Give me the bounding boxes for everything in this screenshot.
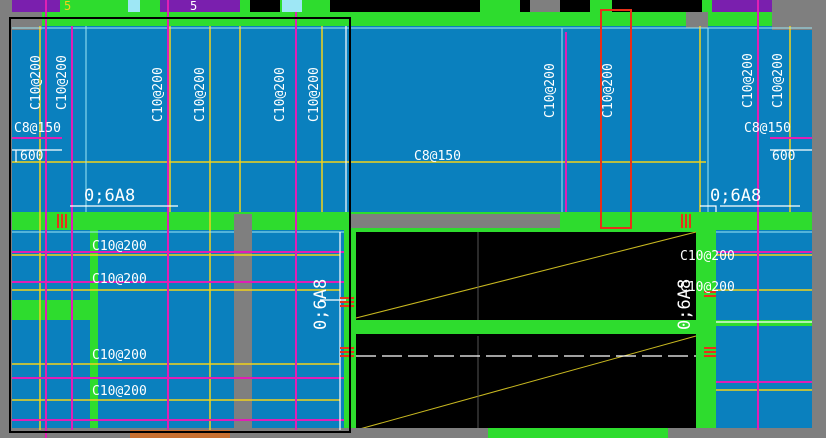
rebar-label: C10@200 bbox=[92, 384, 147, 399]
c8-label-center: C8@150 bbox=[414, 149, 461, 164]
selection-box-black[interactable] bbox=[9, 17, 351, 433]
rebar-label: C10@200 bbox=[680, 280, 735, 295]
rebar-label: C10@200 bbox=[307, 67, 322, 122]
rebar-label: C10@200 bbox=[29, 55, 44, 110]
c8-label-right: C8@150 bbox=[744, 121, 791, 136]
void-area bbox=[344, 230, 704, 431]
rebar-labels-horizontal: C8@150 600 C8@150 C8@150 600 bbox=[14, 121, 795, 164]
beam-label-right: 0;6A8 bbox=[710, 186, 761, 206]
rebar-label: C10@200 bbox=[55, 55, 70, 110]
rebar-label: C10@200 bbox=[273, 67, 288, 122]
bottom-slab-area bbox=[12, 230, 812, 430]
rebar-label: C10@200 bbox=[601, 63, 616, 118]
mid-beam-gray bbox=[350, 214, 560, 228]
magenta-rebar-lines bbox=[12, 0, 812, 438]
top-slab-area bbox=[12, 26, 812, 212]
top-strip bbox=[0, 0, 826, 12]
top-beam bbox=[0, 12, 826, 28]
rebar-labels-bottom: C10@200 C10@200 C10@200 C10@200 C10@200 … bbox=[92, 239, 735, 399]
top-label-left: 5 bbox=[64, 0, 71, 13]
c8-label-left: C8@150 bbox=[14, 121, 61, 136]
yellow-rebar-lines bbox=[12, 26, 812, 430]
rebar-labels-top: C10@200 C10@200 C10@200 C10@200 C10@200 … bbox=[29, 53, 786, 122]
beam-labels: 0;6A8 0;6A8 0;6A8 0;6A8 bbox=[84, 186, 761, 330]
rebar-label: C10@200 bbox=[680, 249, 735, 264]
top-label-mid: 5 bbox=[190, 0, 197, 13]
beam-label-left: 0;6A8 bbox=[84, 186, 135, 206]
rebar-label: C10@200 bbox=[151, 67, 166, 122]
rebar-label: C10@200 bbox=[771, 53, 786, 108]
beam-label-center-vertical: 0;6A8 bbox=[311, 279, 331, 330]
white-lines bbox=[12, 26, 812, 430]
rebar-label: C10@200 bbox=[193, 67, 208, 122]
beam-label-right-vertical: 0;6A8 bbox=[675, 279, 695, 330]
rebar-label: C10@200 bbox=[92, 272, 147, 287]
rebar-label: C10@200 bbox=[741, 53, 756, 108]
bottom-strip bbox=[0, 428, 826, 438]
rebar-label: C10@200 bbox=[92, 348, 147, 363]
mid-beam-gray-right bbox=[720, 212, 826, 230]
rebar-label: C10@200 bbox=[92, 239, 147, 254]
rebar-hatches bbox=[57, 214, 716, 357]
cyan-rebar-lines bbox=[12, 26, 812, 233]
dimension-600-left: 600 bbox=[20, 149, 43, 164]
rebar-label: C10@200 bbox=[543, 63, 558, 118]
dimension-600-right: 600 bbox=[772, 149, 795, 164]
selection-box-red[interactable] bbox=[600, 9, 632, 229]
